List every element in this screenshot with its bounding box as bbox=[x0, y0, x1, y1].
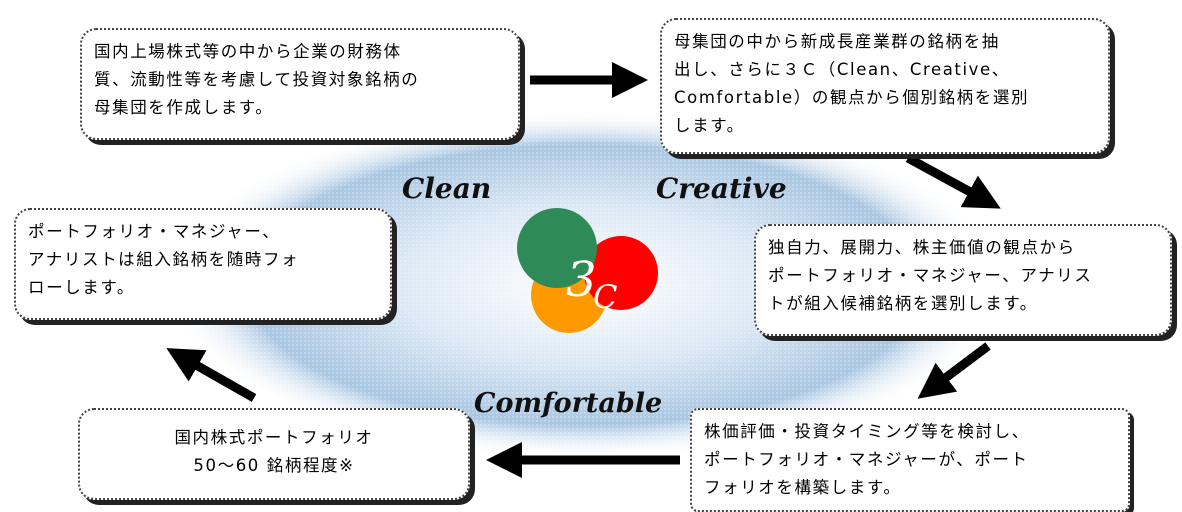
three-c-logo: 3 C bbox=[517, 208, 658, 333]
step-monitoring-box: ポートフォリオ・マネジャー、 アナリストは組入銘柄を随時フォ ローします。 bbox=[14, 208, 392, 320]
keyword-comfortable: Comfortable bbox=[474, 388, 663, 419]
universe-line: 国内上場株式等の中から企業の財務体 bbox=[94, 42, 402, 61]
logo-circle-red bbox=[584, 236, 658, 310]
construction-line: フォリオを構築します。 bbox=[704, 478, 902, 497]
logo-circle-green bbox=[517, 208, 597, 288]
arrow-candidates-to-construction bbox=[917, 342, 991, 399]
keyword-clean: Clean bbox=[402, 172, 492, 205]
step-construction-box: 株価評価・投資タイミング等を検討し、 ポートフォリオ・マネジャーが、ポート フォ… bbox=[690, 408, 1130, 512]
candidates-line: ポートフォリオ・マネジャー、アナリス bbox=[768, 266, 1093, 285]
monitoring-line: アナリストは組入銘柄を随時フォ bbox=[28, 250, 300, 269]
step-screening-box: 母集団の中から新成長産業群の銘柄を抽 出し、さらに３Ｃ（Clean、Creati… bbox=[660, 18, 1110, 154]
candidates-line: トが組入候補銘柄を選別します。 bbox=[768, 294, 1038, 313]
monitoring-line: ローします。 bbox=[28, 278, 135, 297]
step-portfolio-box: 国内株式ポートフォリオ 50～60 銘柄程度※ bbox=[78, 408, 470, 500]
flow-arrows bbox=[166, 62, 1001, 478]
universe-line: 母集団を作成します。 bbox=[94, 98, 274, 117]
header-fragment bbox=[60, 0, 480, 12]
arrow-screening-to-candidates bbox=[905, 154, 1001, 209]
construction-line: ポートフォリオ・マネジャーが、ポート bbox=[704, 450, 1029, 469]
candidates-line: 独自力、展開力、株主価値の観点から bbox=[768, 238, 1076, 257]
arrow-portfolio-to-monitoring bbox=[166, 348, 257, 402]
step-universe-box: 国内上場株式等の中から企業の財務体 質、流動性等を考慮して投資対象銘柄の 母集団… bbox=[80, 28, 520, 140]
screening-line: 出し、さらに３Ｃ（Clean、Creative、 bbox=[674, 60, 1010, 79]
monitoring-line: ポートフォリオ・マネジャー、 bbox=[28, 222, 281, 241]
logo-number: 3 bbox=[566, 252, 597, 308]
portfolio-line: 国内株式ポートフォリオ bbox=[174, 428, 374, 447]
screening-line: 母集団の中から新成長産業群の銘柄を抽 bbox=[674, 32, 1000, 51]
screening-line: Comfortable）の観点から個別銘柄を選別 bbox=[674, 88, 1030, 107]
construction-line: 株価評価・投資タイミング等を検討し、 bbox=[704, 422, 1030, 441]
keyword-creative: Creative bbox=[656, 172, 787, 205]
universe-line: 質、流動性等を考慮して投資対象銘柄の bbox=[94, 70, 420, 89]
step-candidates-box: 独自力、展開力、株主価値の観点から ポートフォリオ・マネジャー、アナリス トが組… bbox=[754, 224, 1172, 336]
screening-line: します。 bbox=[674, 116, 745, 135]
logo-letter: C bbox=[593, 278, 617, 316]
portfolio-line: 50～60 銘柄程度※ bbox=[193, 456, 355, 475]
